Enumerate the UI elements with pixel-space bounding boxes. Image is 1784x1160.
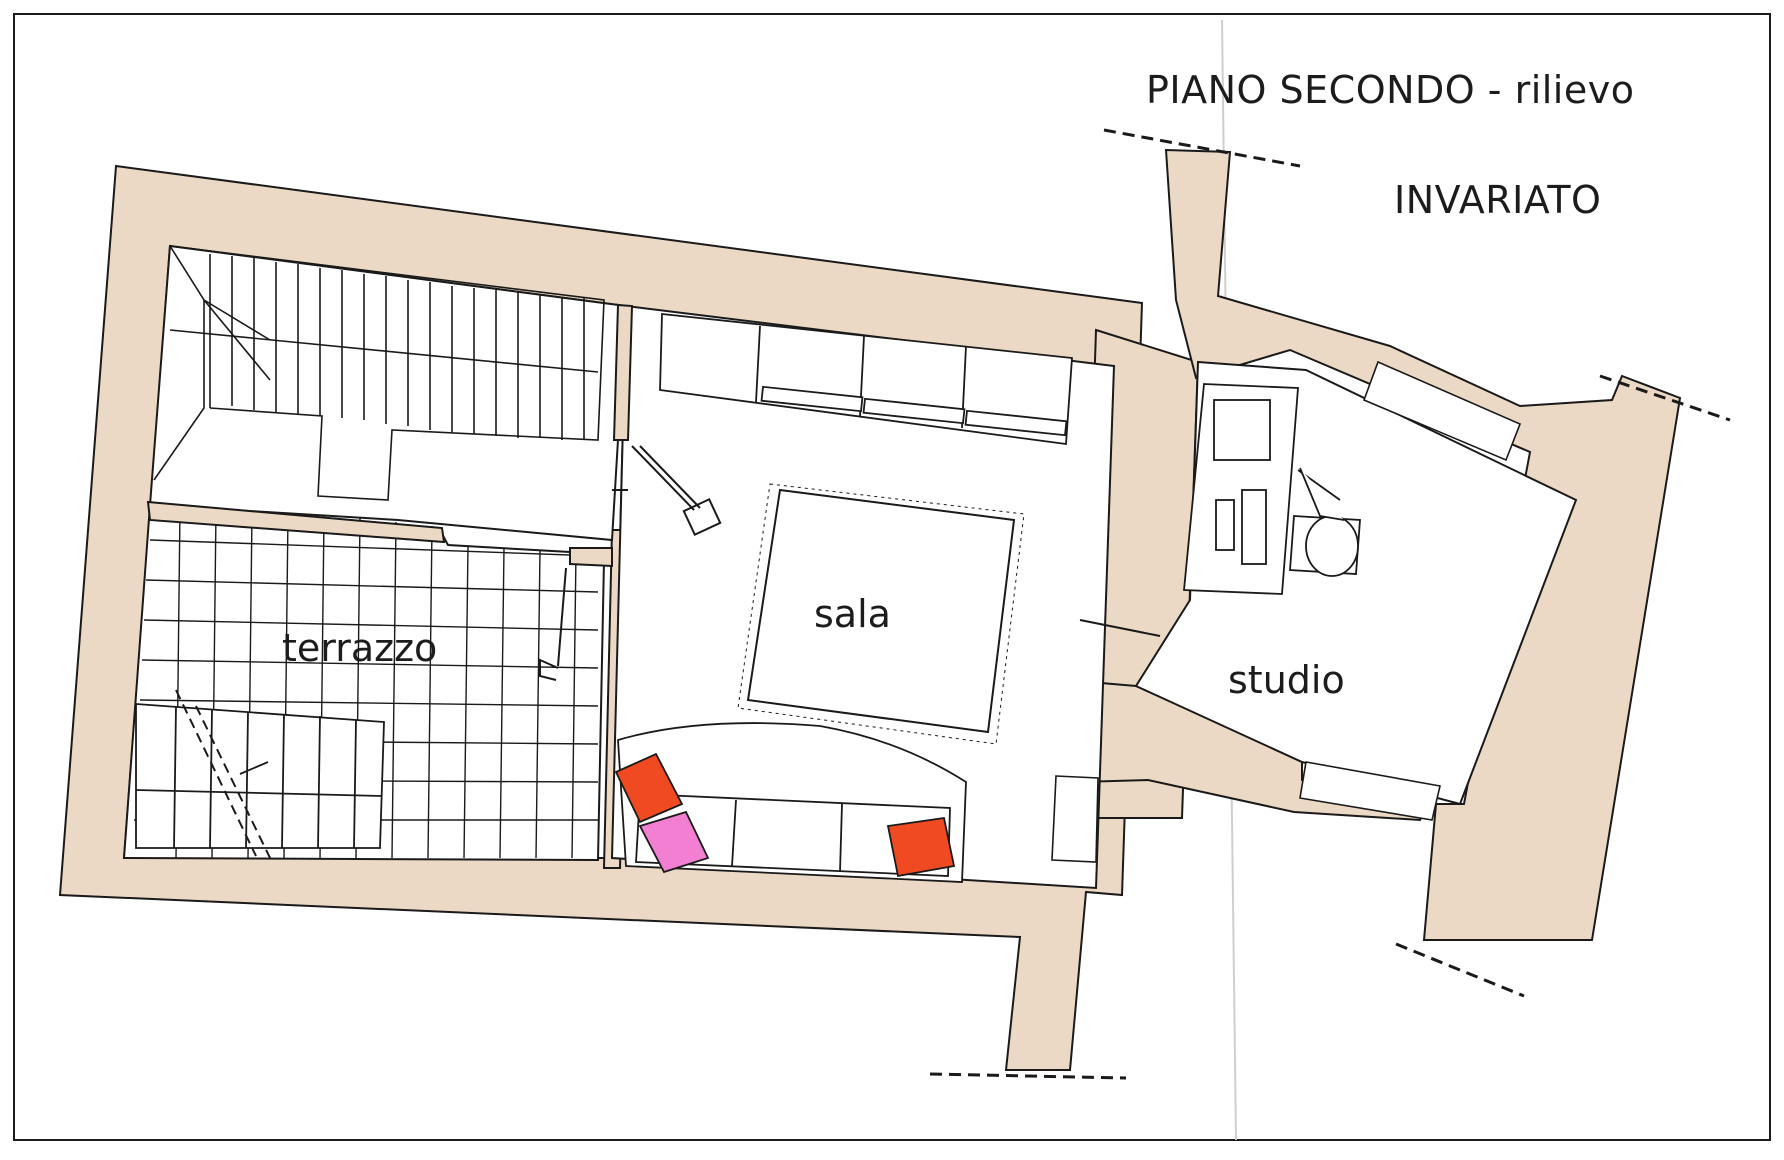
armchair-pink <box>638 810 710 874</box>
stair-lower-cut <box>175 689 273 863</box>
stair-upper <box>153 245 605 501</box>
windows <box>1051 360 1522 863</box>
sheet-border <box>13 13 1771 1141</box>
studio-chair-person <box>1289 467 1361 577</box>
armchair-left-red <box>614 752 684 824</box>
sofa <box>617 722 967 883</box>
doors <box>539 445 1161 681</box>
partitions <box>146 303 634 568</box>
wardrobes <box>659 313 1073 446</box>
stair-lower <box>135 703 385 849</box>
armchair-right-red <box>886 816 956 878</box>
cut-lines <box>929 128 1731 1080</box>
room-label-studio: studio <box>1228 658 1345 702</box>
drawing-title: PIANO SECONDO - rilievo <box>1146 68 1635 112</box>
rug <box>737 483 1025 745</box>
studio-desk <box>1183 383 1341 595</box>
wall-studio-north <box>1164 148 1682 941</box>
room-label-sala: sala <box>814 592 891 636</box>
room-label-terrazzo: terrazzo <box>282 626 438 670</box>
floor-stair-hall <box>148 244 628 542</box>
drawing-subtitle: INVARIATO <box>1394 178 1602 222</box>
armchairs <box>614 752 956 878</box>
